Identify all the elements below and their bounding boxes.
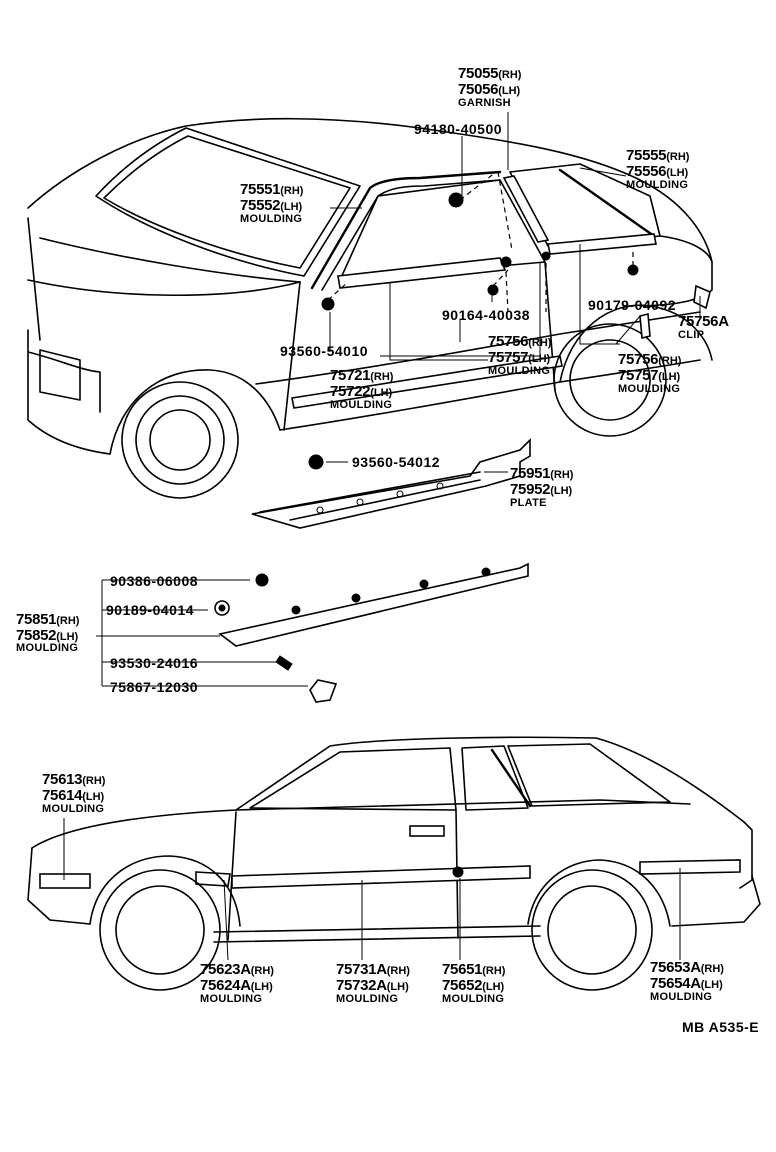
qtr-mould-name: MOULDING [442, 993, 505, 1005]
belt-name: MOULDING [488, 365, 551, 377]
rear-mould-rh-label: 75555(RH) [626, 147, 690, 164]
side-door-rh-label: 75731A(RH) [336, 961, 410, 978]
plate-rh-label: 75951(RH) [510, 465, 574, 482]
ws-mould-lh-label: 75552(LH) [240, 197, 303, 214]
qtr-mould-lh-label: 75652(LH) [442, 977, 505, 994]
ws-mould-rh-label: 75551(RH) [240, 181, 304, 198]
side-door-lh-label: 75732A(LH) [336, 977, 409, 994]
rear-qtr-name: MOULDING [650, 991, 713, 1003]
clip-75867-label: 75867-12030 [110, 679, 199, 695]
top-car-body [27, 117, 713, 499]
rocker-lh-label: 75852(LH) [16, 627, 79, 644]
belt2-rh-label: 75756(RH) [618, 351, 682, 368]
door-mould-rh-label: 75721(RH) [330, 367, 394, 384]
qtr-mould-rh-label: 75651(RH) [442, 961, 506, 978]
nut-90386-label: 90386-06008 [110, 573, 199, 589]
top-leaders [329, 112, 701, 361]
rear-qtr-rh-label: 75653A(RH) [650, 959, 724, 976]
garnish-name: GARNISH [458, 97, 511, 109]
door-mould-lh-label: 75722(LH) [330, 383, 393, 400]
screw-93560b-label: 93560-54012 [352, 454, 441, 470]
belt-lh-label: 75757(LH) [488, 349, 551, 366]
belt2-name: MOULDING [618, 383, 681, 395]
rear-qtr-lh-label: 75654A(LH) [650, 975, 723, 992]
clip-name: CLIP [678, 329, 705, 341]
front-mould-name: MOULDING [42, 803, 105, 815]
rear-mould-lh-label: 75556(LH) [626, 163, 689, 180]
plate-name: PLATE [510, 497, 547, 509]
side-door-name: MOULDING [336, 993, 399, 1005]
ws-mould-name: MOULDING [240, 213, 303, 225]
fender-mould-name: MOULDING [200, 993, 263, 1005]
clip-94180-label: 94180-40500 [414, 121, 503, 137]
front-mould-rh-label: 75613(RH) [42, 771, 106, 788]
rocker-name: MOULDING [16, 642, 79, 654]
bottom-car-body [27, 736, 761, 991]
clip-75756a-label: 75756A [678, 313, 729, 330]
diagram-code: MB A535-E [682, 1019, 760, 1035]
screw-90164-label: 90164-40038 [442, 307, 531, 323]
rear-mould-name: MOULDING [626, 179, 689, 191]
rocker-moulding [96, 562, 529, 703]
screw-93530-label: 93530-24016 [110, 655, 199, 671]
clip-90189-label: 90189-04014 [106, 602, 195, 618]
garnish-rh-label: 75055(RH) [458, 65, 522, 82]
fender-mould-rh-label: 75623A(RH) [200, 961, 274, 978]
belt2-lh-label: 75757(LH) [618, 367, 681, 384]
plate-lh-label: 75952(LH) [510, 481, 573, 498]
rocker-rh-label: 75851(RH) [16, 611, 80, 628]
step-plate [251, 438, 531, 529]
fender-mould-lh-label: 75624A(LH) [200, 977, 273, 994]
door-mould-name: MOULDING [330, 399, 393, 411]
front-mould-lh-label: 75614(LH) [42, 787, 105, 804]
clip-90179-label: 90179-04092 [588, 297, 677, 313]
screw-93560a-label: 93560-54010 [280, 343, 369, 359]
belt-rh-label: 75756(RH) [488, 333, 552, 350]
garnish-lh-label: 75056(LH) [458, 81, 521, 98]
